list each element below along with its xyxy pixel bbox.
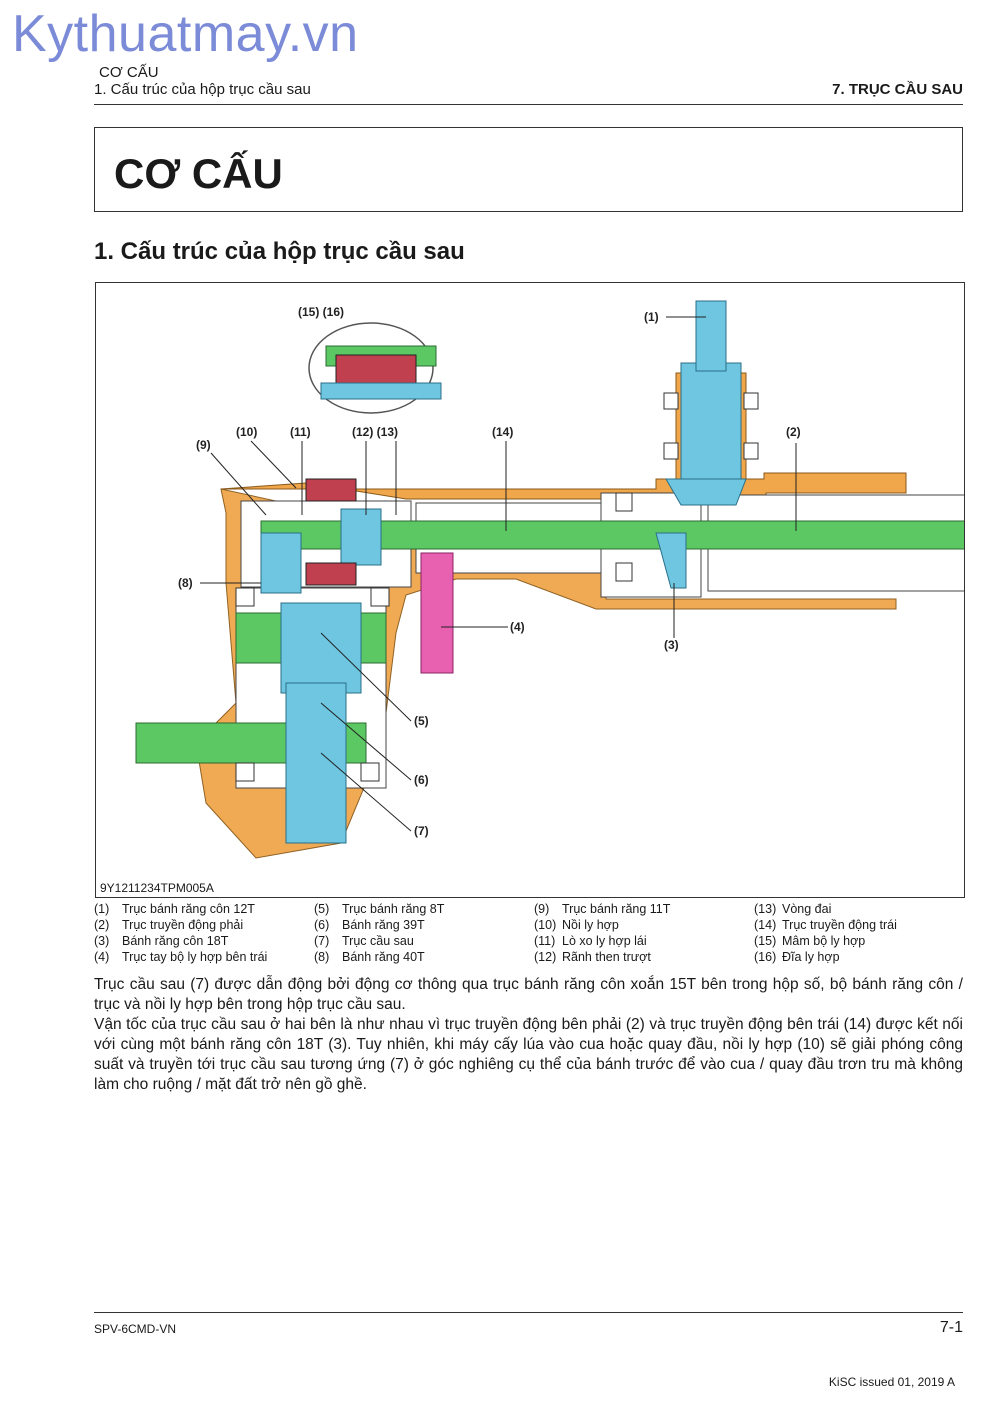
body-text: Trục cầu sau (7) được dẫn động bởi động …	[94, 975, 963, 1095]
legend-num: (6)	[314, 918, 330, 932]
legend-item: (15) Mâm bộ ly hợp	[754, 934, 897, 950]
legend-text: Mâm bộ ly hợp	[782, 934, 866, 948]
footer-issue: KiSC issued 01, 2019 A	[828, 1375, 955, 1389]
rear-axle-diagram: (1) (2) (3) (4) (5) (6) (7) (8) (9) (10)…	[135, 300, 964, 859]
gears	[260, 362, 747, 844]
mechanism-figure: (1) (2) (3) (4) (5) (6) (7) (8) (9) (10)…	[95, 282, 965, 898]
footer-doc-code: SPV-6CMD-VN	[94, 1322, 177, 1336]
legend-text: Bánh răng 39T	[342, 918, 425, 932]
legend-item: (11) Lò xo ly hợp lái	[534, 934, 670, 950]
legend-item: (2) Trục truyền động phải	[94, 918, 267, 934]
legend-num: (5)	[314, 902, 330, 916]
legend-item: (1) Trục bánh răng côn 12T	[94, 902, 267, 918]
legend-item: (5) Trục bánh răng 8T	[314, 902, 444, 918]
header-chapter-title: 7. TRỤC CẦU SAU	[832, 81, 963, 98]
legend-num: (7)	[314, 934, 330, 948]
figure-code: 9Y1211234TPM005A	[100, 881, 214, 895]
page-number: 7-1	[939, 1319, 963, 1336]
legend-text: Trục bánh răng 8T	[342, 902, 445, 916]
legend-num: (13)	[754, 902, 777, 916]
legend-num: (9)	[534, 902, 550, 916]
label-7: (7)	[414, 824, 429, 838]
watermark: Kythuatmay.vn	[12, 5, 359, 63]
header-rule	[94, 104, 963, 105]
legend-item: (12) Rãnh then trượt	[534, 950, 670, 966]
input-shaft	[695, 300, 727, 372]
page-title: CƠ CẤU	[114, 150, 283, 197]
bearings	[235, 392, 759, 782]
legend-num: (3)	[94, 934, 110, 948]
header-chapter: CƠ CẤU	[99, 64, 159, 81]
label-4: (4)	[510, 620, 525, 634]
label-11: (11)	[290, 425, 311, 439]
label-6: (6)	[414, 773, 429, 787]
label-15-16: (15) (16)	[298, 305, 344, 319]
clutch-lever-shaft	[420, 552, 454, 674]
legend-text: Lò xo ly hợp lái	[562, 934, 647, 948]
legend-item: (14) Trục truyền động trái	[754, 918, 897, 934]
legend-num: (4)	[94, 950, 110, 964]
clutch-inset	[308, 322, 442, 414]
legend-item: (13) Vòng đai	[754, 902, 897, 918]
label-12-13: (12) (13)	[352, 425, 398, 439]
body-paragraph: Vận tốc của trục cầu sau ở hai bên là nh…	[94, 1016, 963, 1093]
leader-lines	[200, 316, 797, 832]
label-9: (9)	[196, 438, 211, 452]
legend-num: (8)	[314, 950, 330, 964]
legend-text: Rãnh then trượt	[562, 950, 651, 964]
legend-text: Trục tay bộ ly hợp bên trái	[122, 950, 268, 964]
legend-num: (2)	[94, 918, 110, 932]
legend-text: Trục cầu sau	[342, 934, 414, 948]
legend-item: (8) Bánh răng 40T	[314, 950, 444, 966]
legend-column: (5) Trục bánh răng 8T (6) Bánh răng 39T (7…	[314, 902, 444, 966]
label-10: (10)	[236, 425, 257, 439]
label-2: (2)	[786, 425, 801, 439]
legend-column: (13) Vòng đai (14) Trục truyền động trái (…	[754, 902, 897, 966]
legend-text: Trục truyền động phải	[122, 918, 244, 932]
legend-text: Nồi ly hợp	[562, 918, 619, 932]
legend-item: (9) Trục bánh răng 11T	[534, 902, 670, 918]
footer-rule	[94, 1312, 963, 1313]
label-5: (5)	[414, 714, 429, 728]
legend-text: Trục bánh răng 11T	[562, 902, 671, 916]
legend-column: (9) Trục bánh răng 11T (10) Nồi ly hợp (11…	[534, 902, 670, 966]
legend-text: Vòng đai	[782, 902, 832, 916]
label-3: (3)	[664, 638, 679, 652]
legend-item: (6) Bánh răng 39T	[314, 918, 444, 934]
legend-item: (16) Đĩa ly hợp	[754, 950, 897, 966]
label-14: (14)	[492, 425, 513, 439]
legend-text: Trục bánh răng côn 12T	[122, 902, 255, 916]
header-section: 1. Cấu trúc của hộp trục cầu sau	[94, 81, 311, 98]
legend-column: (1) Trục bánh răng côn 12T (2) Trục truyền…	[94, 902, 267, 966]
legend-text: Đĩa ly hợp	[782, 950, 840, 964]
label-8: (8)	[178, 576, 193, 590]
legend-num: (14)	[754, 918, 777, 932]
legend-num: (15)	[754, 934, 777, 948]
legend-item: (4) Trục tay bộ ly hợp bên trái	[94, 950, 267, 966]
legend-num: (11)	[534, 934, 556, 948]
label-1: (1)	[644, 310, 659, 324]
legend-text: Bánh răng côn 18T	[122, 934, 229, 948]
legend-num: (1)	[94, 902, 110, 916]
legend-item: (3) Bánh răng côn 18T	[94, 934, 267, 950]
legend-text: Bánh răng 40T	[342, 950, 425, 964]
legend-item: (7) Trục cầu sau	[314, 934, 444, 950]
callout-labels: (1) (2) (3) (4) (5) (6) (7) (8) (9) (10)…	[178, 305, 801, 838]
legend-num: (12)	[534, 950, 557, 964]
legend-item: (10) Nồi ly hợp	[534, 918, 670, 934]
title-box: CƠ CẤU	[94, 127, 963, 212]
section-title: 1. Cấu trúc của hộp trục cầu sau	[94, 238, 465, 265]
legend-text: Trục truyền động trái	[782, 918, 897, 932]
legend-num: (10)	[534, 918, 557, 932]
clutch-pack	[305, 478, 357, 586]
body-paragraph: Trục cầu sau (7) được dẫn động bởi động …	[94, 976, 963, 1013]
legend-num: (16)	[754, 950, 777, 964]
